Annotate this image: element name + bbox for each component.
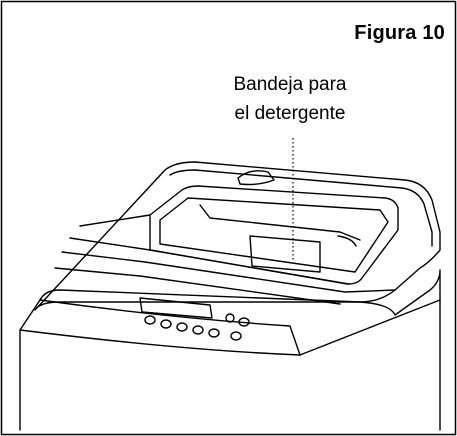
left-side [19,299,41,431]
control-panel-top [39,269,441,431]
front-band-2 [69,237,349,285]
panel-upper-line [39,299,301,356]
right-side-top [299,299,441,356]
lid-notch [237,170,275,186]
drawer-inner [159,197,389,273]
display-window [139,297,213,319]
drawer-opening [149,185,399,285]
callout-line-1: Bandeja para [233,74,347,95]
button-2 [160,319,172,329]
button-6 [225,313,235,323]
callout-label: Bandeja para el detergente [200,70,380,128]
tray-edge [337,235,357,247]
front-band-3 [61,251,396,293]
panel-lower-line [19,329,301,356]
button-3 [176,322,188,332]
drawer-detail [199,204,361,241]
front-band-1 [79,214,151,227]
callout-line-2: el detergente [234,103,346,124]
lid-rim [169,169,433,247]
button-1 [144,315,156,325]
detergent-tray [249,235,321,273]
button-4 [192,325,204,335]
front-band-4 [54,267,341,305]
button-5 [208,328,220,338]
button-7 [238,317,250,327]
button-8 [230,331,242,341]
figure-title: Figura 10 [354,22,445,44]
